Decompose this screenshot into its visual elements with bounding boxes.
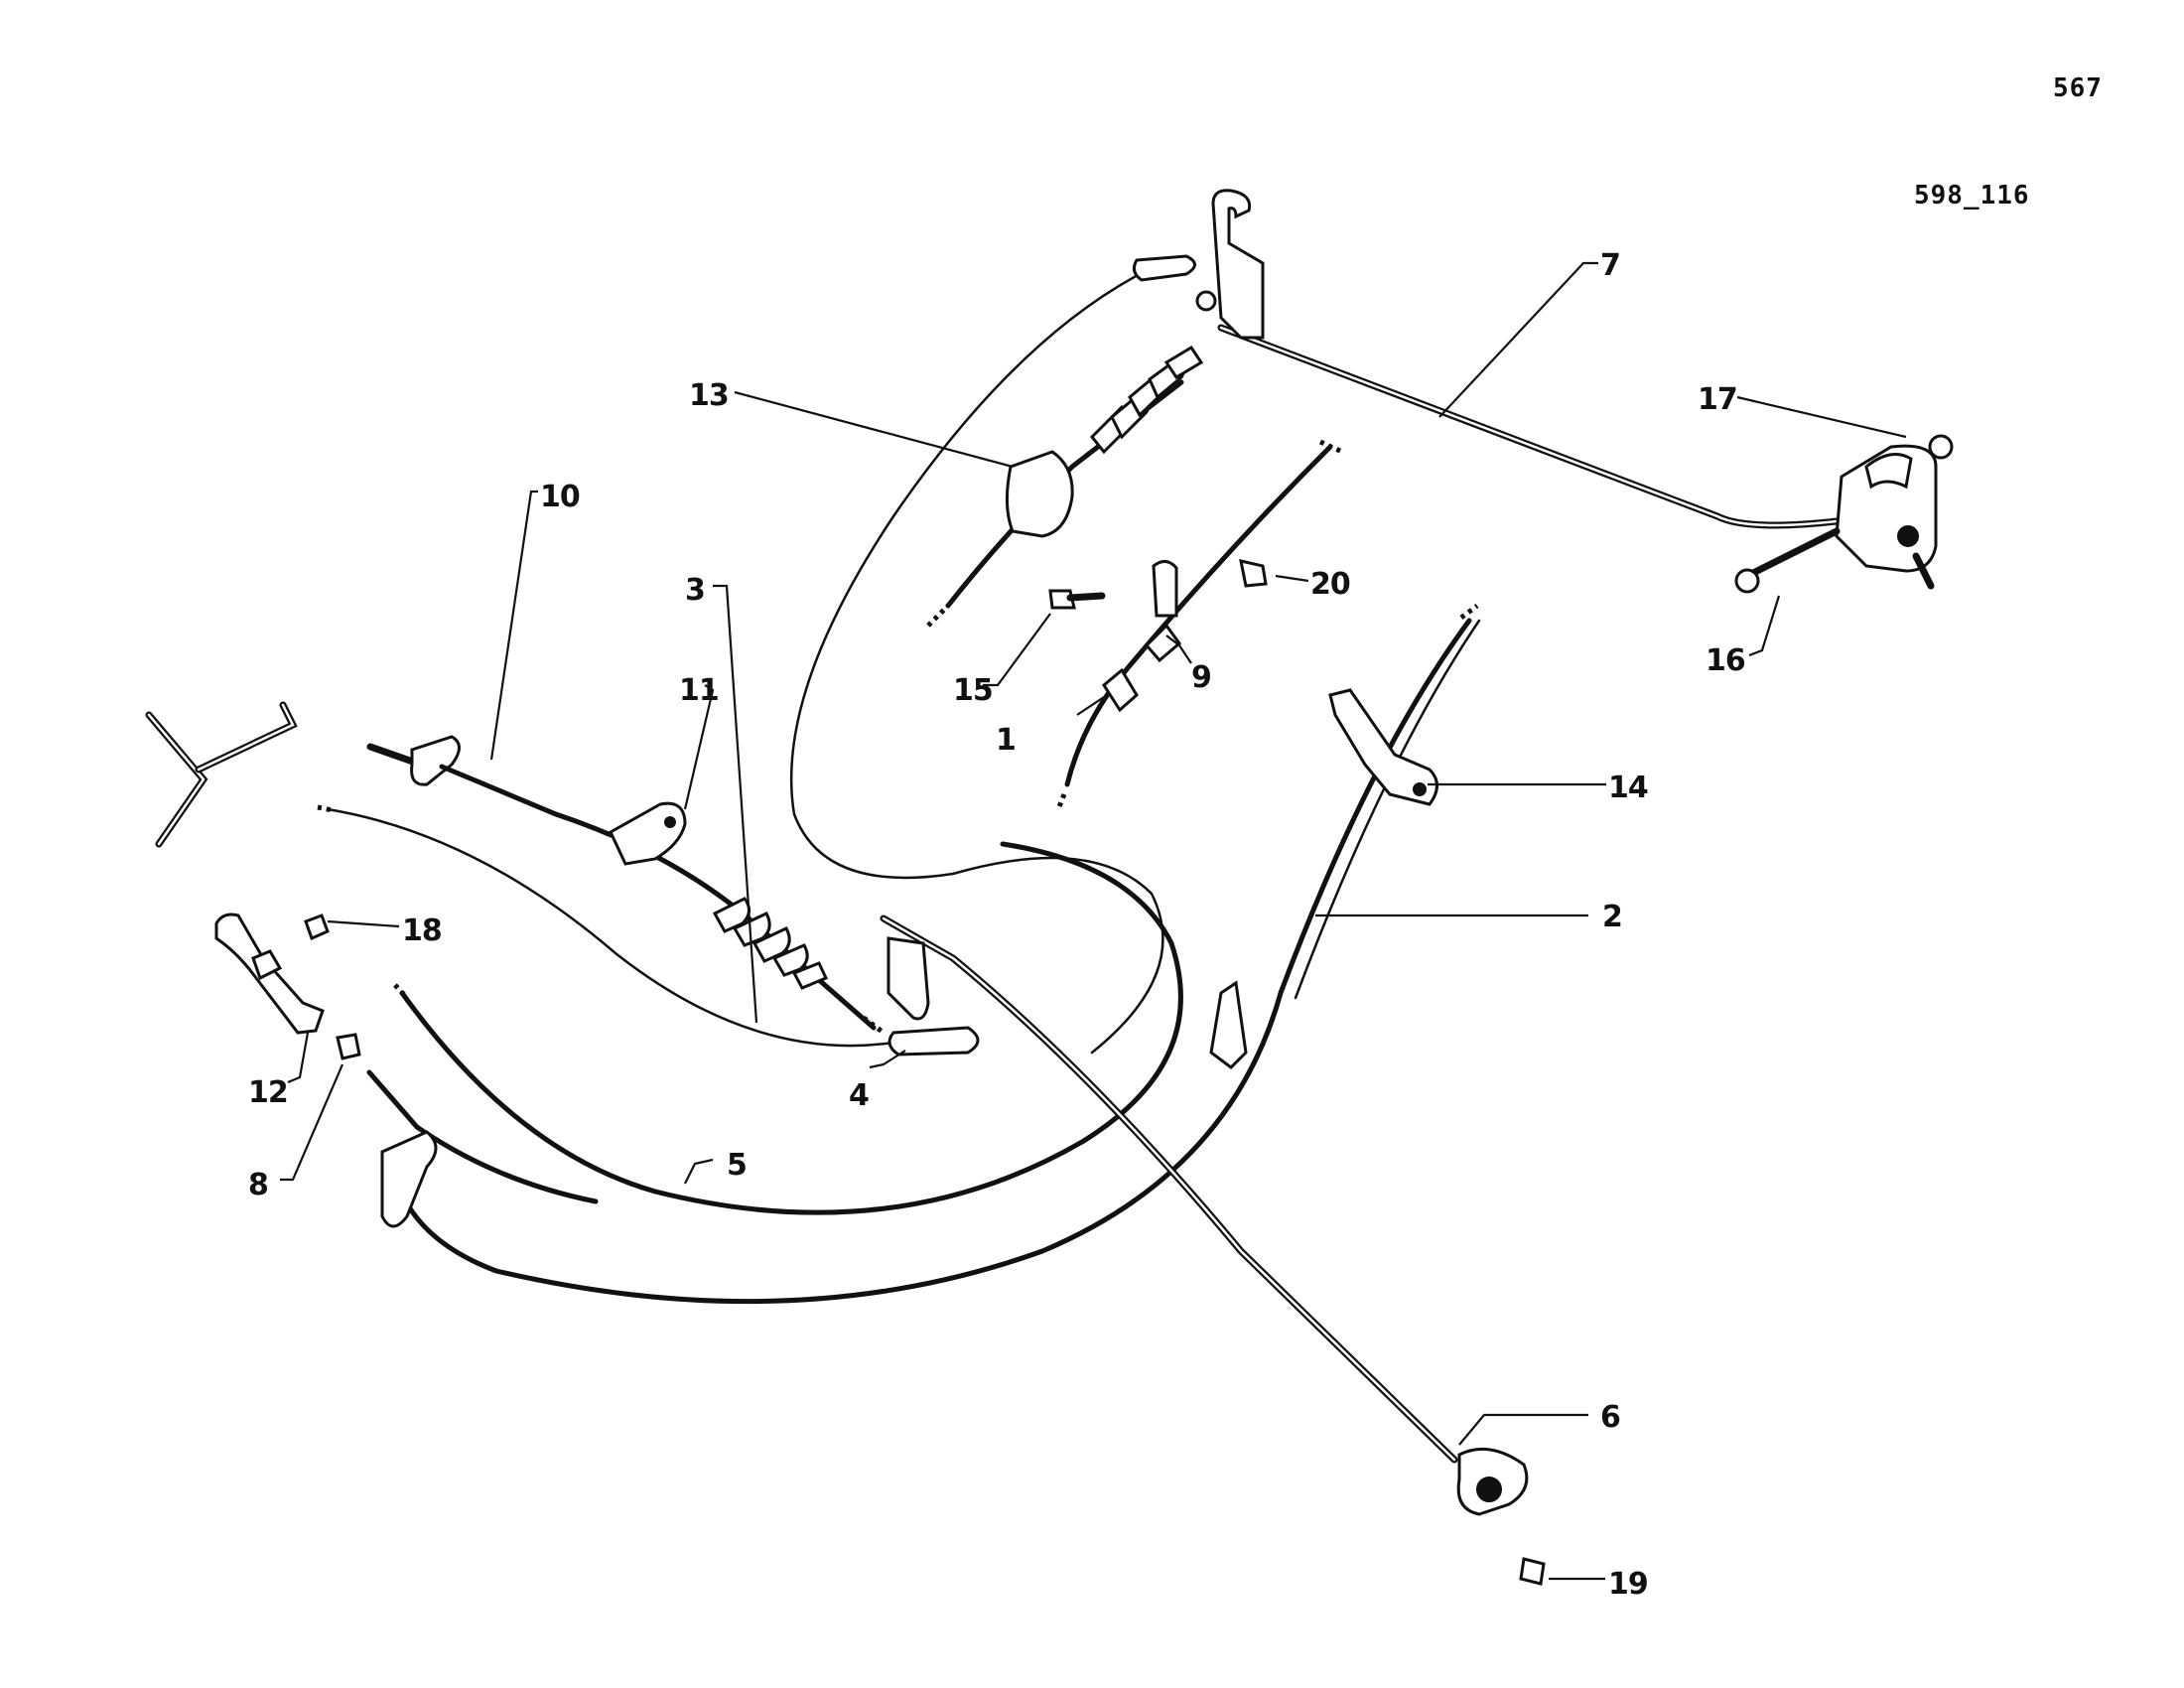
part-5-cable [393, 841, 1183, 1215]
part-7-rod-assembly [1195, 189, 1954, 594]
part-6-rod-clamp [880, 914, 1546, 1586]
parts-1-9-20-cable-joint [1048, 439, 1344, 810]
part-4-cable-eye [317, 804, 980, 1056]
callout-5: 5 [727, 1148, 747, 1183]
callout-7: 7 [1600, 248, 1620, 283]
part-13-grommet-cable [789, 254, 1204, 1055]
callout-9: 9 [1191, 660, 1211, 695]
callout-labels: 1 2 3 4 5 6 7 8 9 10 11 12 13 14 15 16 1… [248, 248, 1746, 1602]
part-12-8-18-bracket [145, 701, 599, 1228]
callout-17: 17 [1698, 382, 1737, 417]
callout-19: 19 [1608, 1567, 1648, 1602]
callout-2: 2 [1602, 900, 1622, 934]
page-number: 567 [2053, 73, 2103, 103]
callout-18: 18 [402, 914, 442, 948]
callout-4: 4 [849, 1078, 869, 1113]
callout-15: 15 [953, 673, 993, 708]
callout-leaders [280, 261, 1907, 1581]
callout-10: 10 [540, 480, 580, 514]
callout-6: 6 [1600, 1400, 1620, 1435]
callout-16: 16 [1706, 643, 1745, 678]
callout-12: 12 [248, 1075, 288, 1110]
callout-20: 20 [1310, 567, 1350, 602]
part-2-14-cable [394, 604, 1481, 1305]
part-10-11-3-cable [366, 735, 886, 1035]
callout-1: 1 [996, 723, 1016, 758]
callout-8: 8 [248, 1168, 268, 1202]
figure-reference: 598_116 [1914, 181, 2030, 211]
callout-13: 13 [689, 378, 729, 413]
callout-11: 11 [679, 673, 719, 708]
callout-14: 14 [1608, 771, 1648, 805]
callout-3: 3 [685, 573, 705, 608]
